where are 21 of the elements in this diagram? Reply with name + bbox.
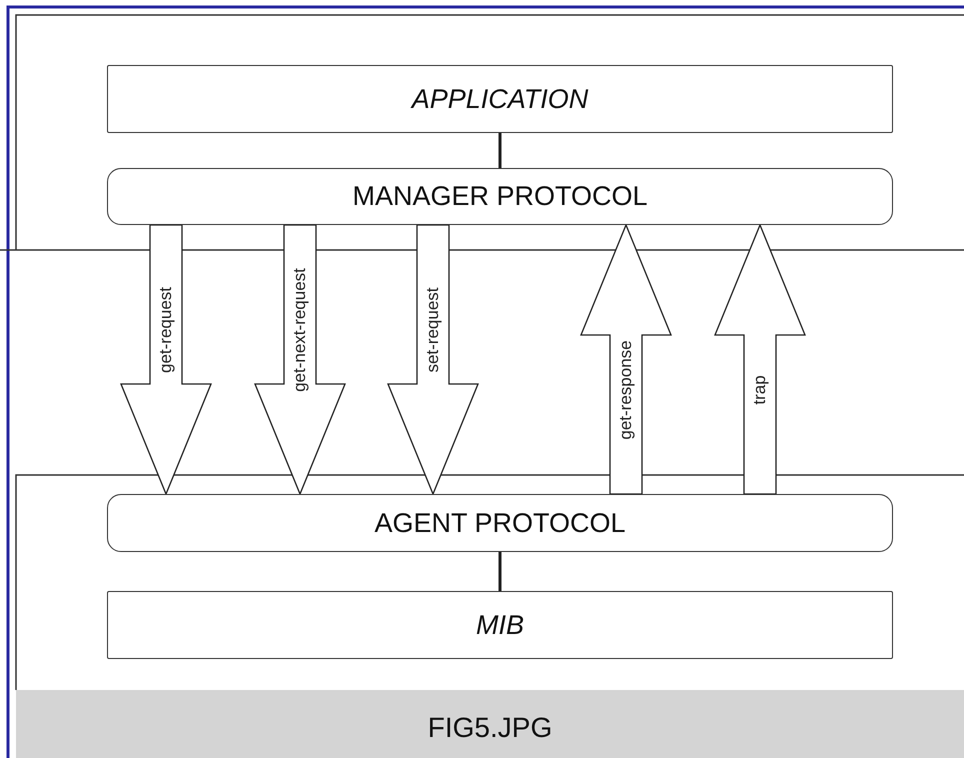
block-arrow	[120, 224, 212, 496]
edge-label: get-next-request	[290, 268, 310, 392]
caption: FIG5.JPG	[426, 712, 554, 744]
layer-box	[107, 591, 893, 659]
protocol-box	[107, 168, 893, 225]
box-label: AGENT PROTOCOL	[374, 508, 626, 538]
connector-line	[498, 552, 502, 591]
block-arrow	[580, 223, 672, 495]
block-arrow	[714, 223, 806, 495]
box-label: MANAGER PROTOCOL	[352, 181, 648, 212]
protocol-box	[107, 494, 893, 552]
box-label: MIB	[476, 610, 524, 640]
layer-box	[107, 65, 893, 133]
connector-line	[498, 133, 502, 168]
edge-label: get-response	[616, 340, 636, 440]
edge-label: trap	[750, 374, 770, 404]
edge-label: set-request	[423, 286, 443, 372]
block-arrow	[387, 224, 479, 496]
edge-label: get-request	[156, 286, 176, 372]
box-label: APPLICATION	[412, 84, 588, 114]
block-arrow	[254, 224, 346, 496]
